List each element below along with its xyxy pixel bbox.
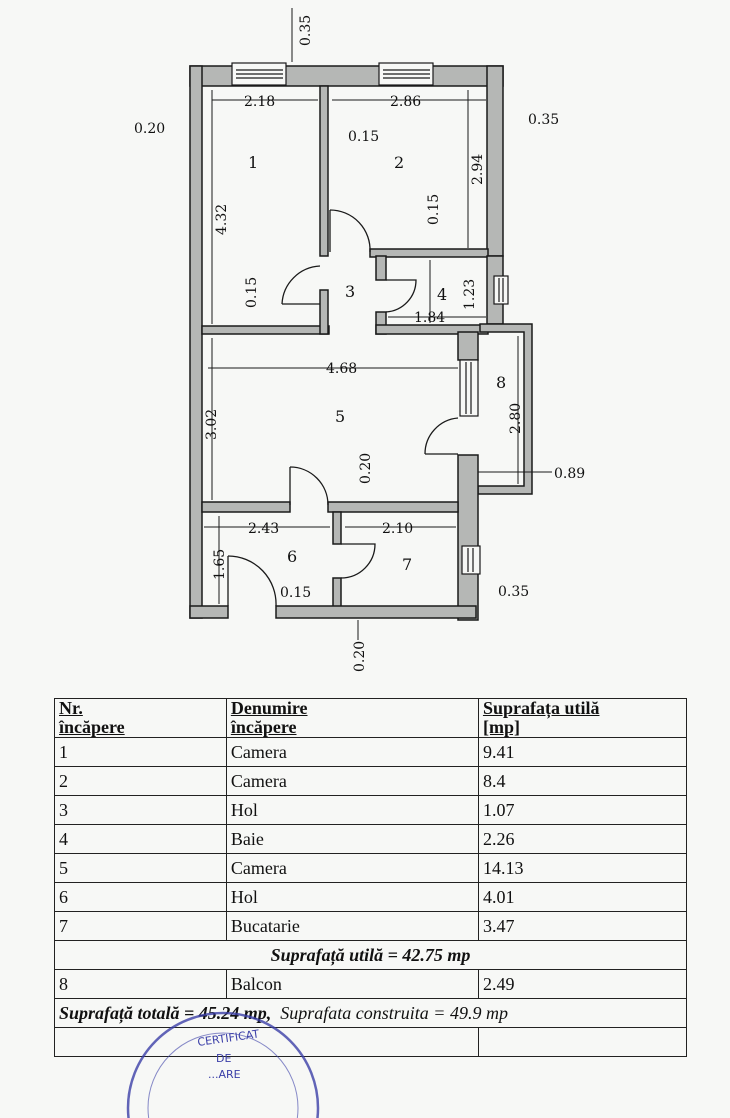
signature-cell-right	[477, 1027, 688, 1057]
signature-cell	[54, 1027, 479, 1057]
room-number-8: 8	[496, 373, 506, 392]
dim-room8-width: 0.89	[554, 466, 585, 482]
dim-right-wall: 0.35	[528, 112, 559, 128]
floor-plan: 2.18 2.86 0.20 0.35 0.15 0.35 4.32 2.94 …	[134, 8, 585, 672]
cell-name: Baie	[225, 824, 479, 854]
header-useful-area: Suprafața utilă[mp]	[477, 698, 688, 738]
room-number-7: 7	[402, 555, 412, 574]
total-area-row: Suprafață totală = 45.24 mp, Suprafata c…	[54, 998, 687, 1028]
dim-room7-width: 2.10	[382, 521, 413, 537]
cell-nr: 3	[54, 795, 227, 825]
dim-wall-6-7: 0.15	[280, 585, 311, 601]
cell-area: 4.01	[477, 882, 688, 912]
cell-nr: 8	[54, 969, 227, 999]
cell-name: Balcon	[225, 969, 479, 999]
room-numbers: 1 2 3 4 5 6 7 8	[248, 153, 506, 574]
cell-area: 3.47	[477, 911, 688, 941]
dim-right-wall-7: 0.35	[498, 584, 529, 600]
cell-name: Camera	[225, 737, 479, 767]
dim-wall-1-5: 0.15	[244, 277, 260, 308]
cell-area: 1.07	[477, 795, 688, 825]
built-area: Suprafata construita = 49.9 mp	[280, 1002, 508, 1023]
dimension-lines	[204, 8, 552, 640]
cell-name: Camera	[225, 853, 479, 883]
cell-area: 8.4	[477, 766, 688, 796]
windows	[231, 62, 509, 575]
cell-nr: 7	[54, 911, 227, 941]
dimension-labels: 2.18 2.86 0.20 0.35 0.15 0.35 4.32 2.94 …	[134, 15, 585, 672]
dim-room8-height: 2.80	[508, 403, 524, 434]
dim-partition-1-2: 0.15	[348, 129, 379, 145]
cell-area: 2.49	[477, 969, 688, 999]
walls	[189, 65, 533, 621]
cell-name: Hol	[225, 882, 479, 912]
room-number-4: 4	[437, 285, 447, 304]
cell-nr: 2	[54, 766, 227, 796]
room-number-5: 5	[335, 407, 345, 426]
dim-room4-height: 1.23	[462, 279, 478, 310]
doors	[227, 209, 459, 607]
dim-room5-width: 4.68	[326, 361, 357, 377]
cell-name: Bucatarie	[225, 911, 479, 941]
dim-room6-height: 1.65	[212, 549, 228, 580]
dim-room2-height: 2.94	[470, 154, 486, 185]
dim-bottom-wall: 0.20	[352, 641, 368, 672]
cell-nr: 5	[54, 853, 227, 883]
header-room-number: Nr.încăpere	[54, 698, 227, 738]
dim-room1-height: 4.32	[214, 204, 230, 235]
cell-area: 14.13	[477, 853, 688, 883]
useful-area-summary: Suprafață utilă = 42.75 mp	[54, 940, 687, 970]
dim-room2-width: 2.86	[390, 94, 421, 110]
dim-room4-width: 1.84	[414, 310, 445, 326]
room-number-2: 2	[394, 153, 404, 172]
total-area-cell: Suprafață totală = 45.24 mp, Suprafata c…	[54, 998, 687, 1028]
dim-left-wall: 0.20	[134, 121, 165, 137]
cell-area: 2.26	[477, 824, 688, 854]
room-number-6: 6	[287, 547, 297, 566]
cell-nr: 1	[54, 737, 227, 767]
dim-top-wall: 0.35	[298, 15, 314, 46]
cell-nr: 4	[54, 824, 227, 854]
dim-room6-width: 2.43	[248, 521, 279, 537]
dim-wall-2-4: 0.15	[426, 194, 442, 225]
dim-wall-5-7: 0.20	[358, 453, 374, 484]
useful-area-summary-row: Suprafață utilă = 42.75 mp	[54, 940, 687, 970]
dim-room5-height: 3.02	[204, 409, 220, 440]
room-number-3: 3	[345, 282, 355, 301]
cell-name: Camera	[225, 766, 479, 796]
signature-row	[54, 1027, 688, 1057]
cell-area: 9.41	[477, 737, 688, 767]
stamp-text-3: ...ARE	[208, 1068, 241, 1081]
total-area: Suprafață totală = 45.24 mp,	[59, 1002, 272, 1023]
room-number-1: 1	[248, 153, 258, 172]
cell-nr: 6	[54, 882, 227, 912]
dim-room1-width: 2.18	[244, 94, 275, 110]
cell-name: Hol	[225, 795, 479, 825]
